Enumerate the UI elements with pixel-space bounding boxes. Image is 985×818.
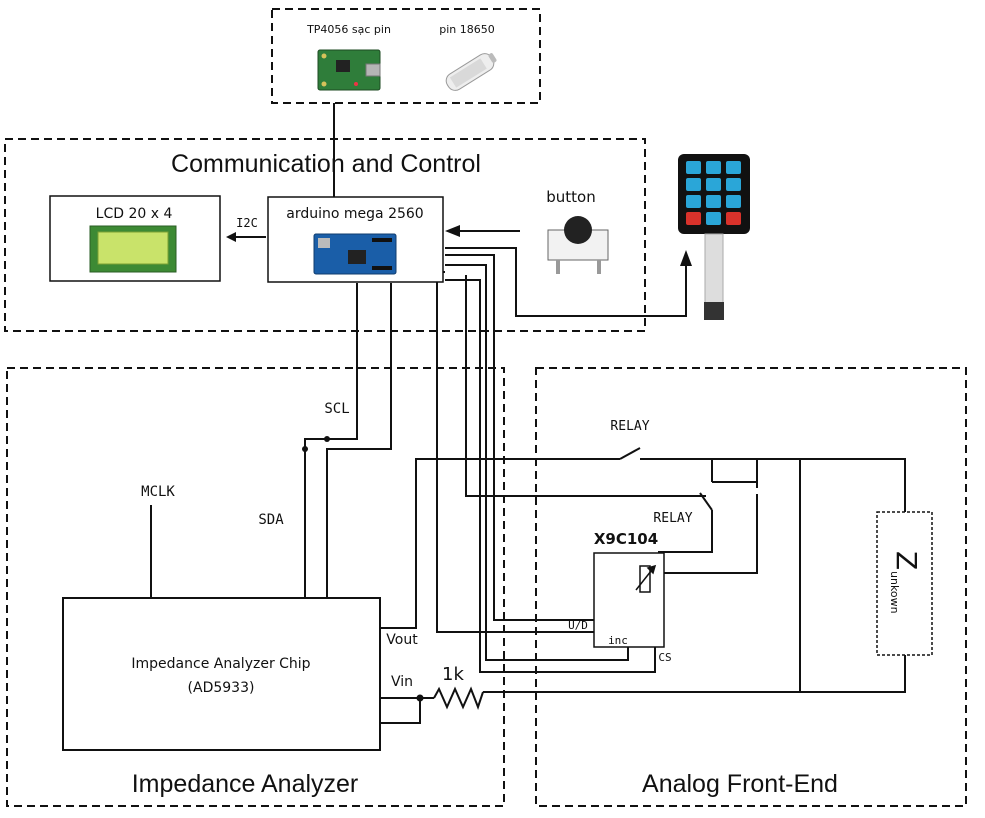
vout-label: Vout (386, 632, 418, 648)
keypad-key (706, 195, 721, 208)
keypad-key (686, 195, 701, 208)
z-subscript: unkown (888, 571, 901, 614)
arduino-board-icon (313, 233, 397, 275)
scl-label: SCL (324, 401, 349, 417)
relay-2-label: RELAY (653, 511, 692, 526)
keypad-key (686, 161, 701, 174)
keypad-key (706, 161, 721, 174)
i2c-label: I2C (236, 216, 258, 230)
ad5933-chip (62, 597, 381, 751)
comm-group-box (4, 138, 646, 332)
keypad-key (726, 178, 741, 191)
z-symbol: Z (890, 551, 923, 570)
push-button-icon (547, 216, 609, 274)
wiring (150, 103, 906, 724)
potentiometer-icon (635, 564, 657, 593)
vin-label: Vin (391, 674, 413, 690)
arduino-label: arduino mega 2560 (286, 206, 423, 222)
resistor-1k (433, 686, 484, 710)
pot-label: X9C104 (594, 530, 658, 548)
button-label: button (546, 188, 595, 206)
battery-icon (445, 53, 497, 91)
battery-label: pin 18650 (439, 23, 495, 36)
analyzer-group-title: Impedance Analyzer (132, 770, 359, 798)
lcd-module-icon (89, 225, 177, 273)
chip-name: Impedance Analyzer Chip (131, 656, 310, 672)
inc-pin-label: inc (608, 634, 628, 647)
cs-pin-label: CS (658, 651, 671, 664)
keypad-key (726, 212, 741, 225)
mclk-label: MCLK (141, 484, 175, 500)
chip-part-number: (AD5933) (188, 680, 255, 696)
keypad-key (706, 212, 721, 225)
keypad-key (706, 178, 721, 191)
arrowheads (226, 225, 692, 266)
charger-board-icon (317, 49, 381, 91)
relay-1-label: RELAY (610, 419, 649, 434)
charger-label: TP4056 sạc pin (306, 23, 391, 36)
ud-pin-label: U/D (568, 619, 588, 632)
analyzer-group-box (6, 367, 505, 807)
z-unknown-box (876, 511, 933, 656)
resistor-label: 1k (442, 664, 464, 685)
keypad-keys (686, 161, 741, 225)
z-unknown-symbol: Z unkown (888, 551, 923, 614)
keypad-key (726, 161, 741, 174)
sda-label: SDA (258, 512, 284, 528)
power-group-box (271, 8, 541, 104)
keypad-key (686, 212, 701, 225)
frontend-group-box (535, 367, 967, 807)
junction-dots (302, 436, 424, 702)
lcd-label: LCD 20 x 4 (96, 206, 173, 222)
comm-group-title: Communication and Control (171, 150, 481, 178)
frontend-group-title: Analog Front-End (642, 770, 838, 798)
keypad-key (686, 178, 701, 191)
keypad-key (726, 195, 741, 208)
